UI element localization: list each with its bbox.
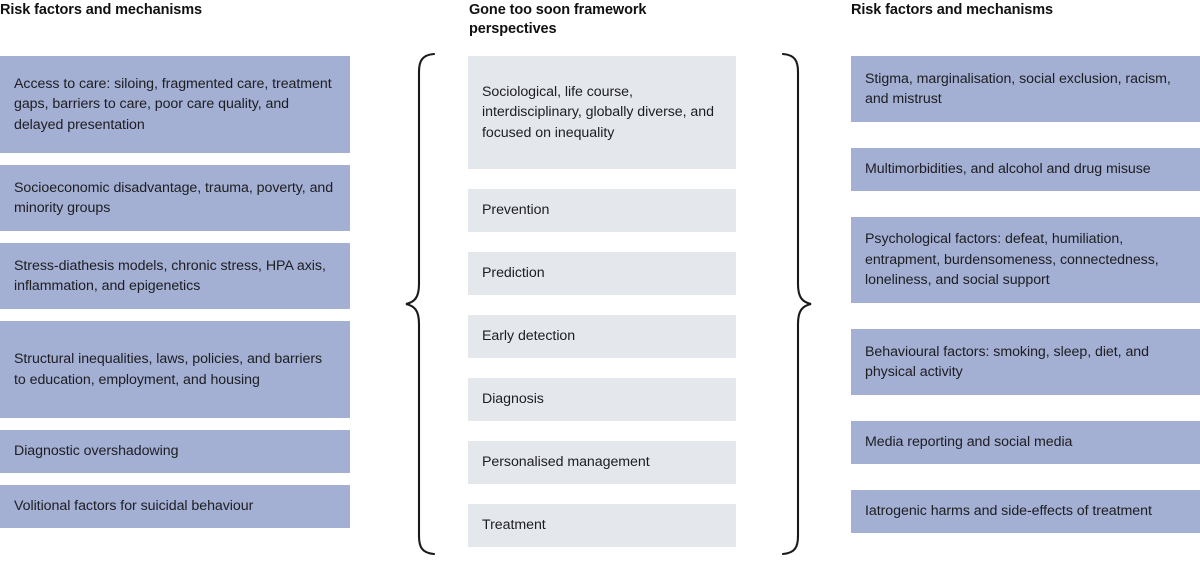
framework-box-label: Sociological, life course, interdiscipli…	[482, 83, 714, 141]
framework-box-label: Personalised management	[482, 454, 650, 471]
framework-box: Behavioural factors: smoking, sleep, die…	[851, 329, 1200, 395]
framework-box: Iatrogenic harms and side-effects of tre…	[851, 490, 1200, 533]
framework-box: Treatment	[468, 504, 736, 547]
framework-box: Personalised management	[468, 441, 736, 484]
framework-box: Media reporting and social media	[851, 421, 1200, 464]
framework-box: Diagnosis	[468, 378, 736, 421]
column-heading-right: Risk factors and mechanisms	[851, 2, 1053, 18]
framework-box-label: Treatment	[482, 517, 546, 534]
framework-box: Access to care: siloing, fragmented care…	[0, 56, 350, 153]
framework-box-label: Psychological factors: defeat, humiliati…	[865, 231, 1159, 289]
framework-box-label: Prediction	[482, 265, 545, 282]
framework-box: Prediction	[468, 252, 736, 295]
framework-box: Volitional factors for suicidal behaviou…	[0, 485, 350, 528]
risk-factors-left-column: Access to care: siloing, fragmented care…	[0, 56, 350, 540]
framework-box: Stigma, marginalisation, social exclusio…	[851, 56, 1200, 122]
framework-box-label: Socioeconomic disadvantage, trauma, pove…	[14, 179, 334, 217]
left-curly-brace-icon	[404, 52, 438, 556]
framework-box-label: Stigma, marginalisation, social exclusio…	[865, 70, 1171, 108]
column-heading-middle: Gone too soon framework perspectives	[469, 2, 647, 37]
framework-box: Socioeconomic disadvantage, trauma, pove…	[0, 165, 350, 231]
framework-box-label: Media reporting and social media	[865, 434, 1073, 451]
framework-box: Structural inequalities, laws, policies,…	[0, 321, 350, 418]
framework-box-label: Prevention	[482, 202, 550, 219]
framework-box-label: Volitional factors for suicidal behaviou…	[14, 498, 254, 515]
framework-box: Stress-diathesis models, chronic stress,…	[0, 243, 350, 309]
framework-box-label: Diagnostic overshadowing	[14, 443, 179, 460]
framework-box: Diagnostic overshadowing	[0, 430, 350, 473]
risk-factors-right-column: Stigma, marginalisation, social exclusio…	[851, 56, 1200, 559]
framework-box-label: Behavioural factors: smoking, sleep, die…	[865, 343, 1149, 381]
right-curly-brace-icon	[779, 52, 813, 556]
column-heading-left: Risk factors and mechanisms	[0, 2, 202, 18]
framework-box: Psychological factors: defeat, humiliati…	[851, 217, 1200, 303]
framework-box: Multimorbidities, and alcohol and drug m…	[851, 148, 1200, 191]
framework-box-label: Access to care: siloing, fragmented care…	[14, 75, 332, 133]
framework-box: Sociological, life course, interdiscipli…	[468, 56, 736, 169]
framework-box-label: Early detection	[482, 328, 576, 345]
framework-box-label: Structural inequalities, laws, policies,…	[14, 351, 323, 388]
gone-too-soon-framework-column: Sociological, life course, interdiscipli…	[468, 56, 736, 567]
framework-box-label: Multimorbidities, and alcohol and drug m…	[865, 161, 1151, 178]
framework-box-label: Stress-diathesis models, chronic stress,…	[14, 257, 326, 295]
framework-box: Prevention	[468, 189, 736, 232]
framework-box: Early detection	[468, 315, 736, 358]
framework-box-label: Iatrogenic harms and side-effects of tre…	[865, 503, 1152, 520]
framework-box-label: Diagnosis	[482, 391, 544, 408]
